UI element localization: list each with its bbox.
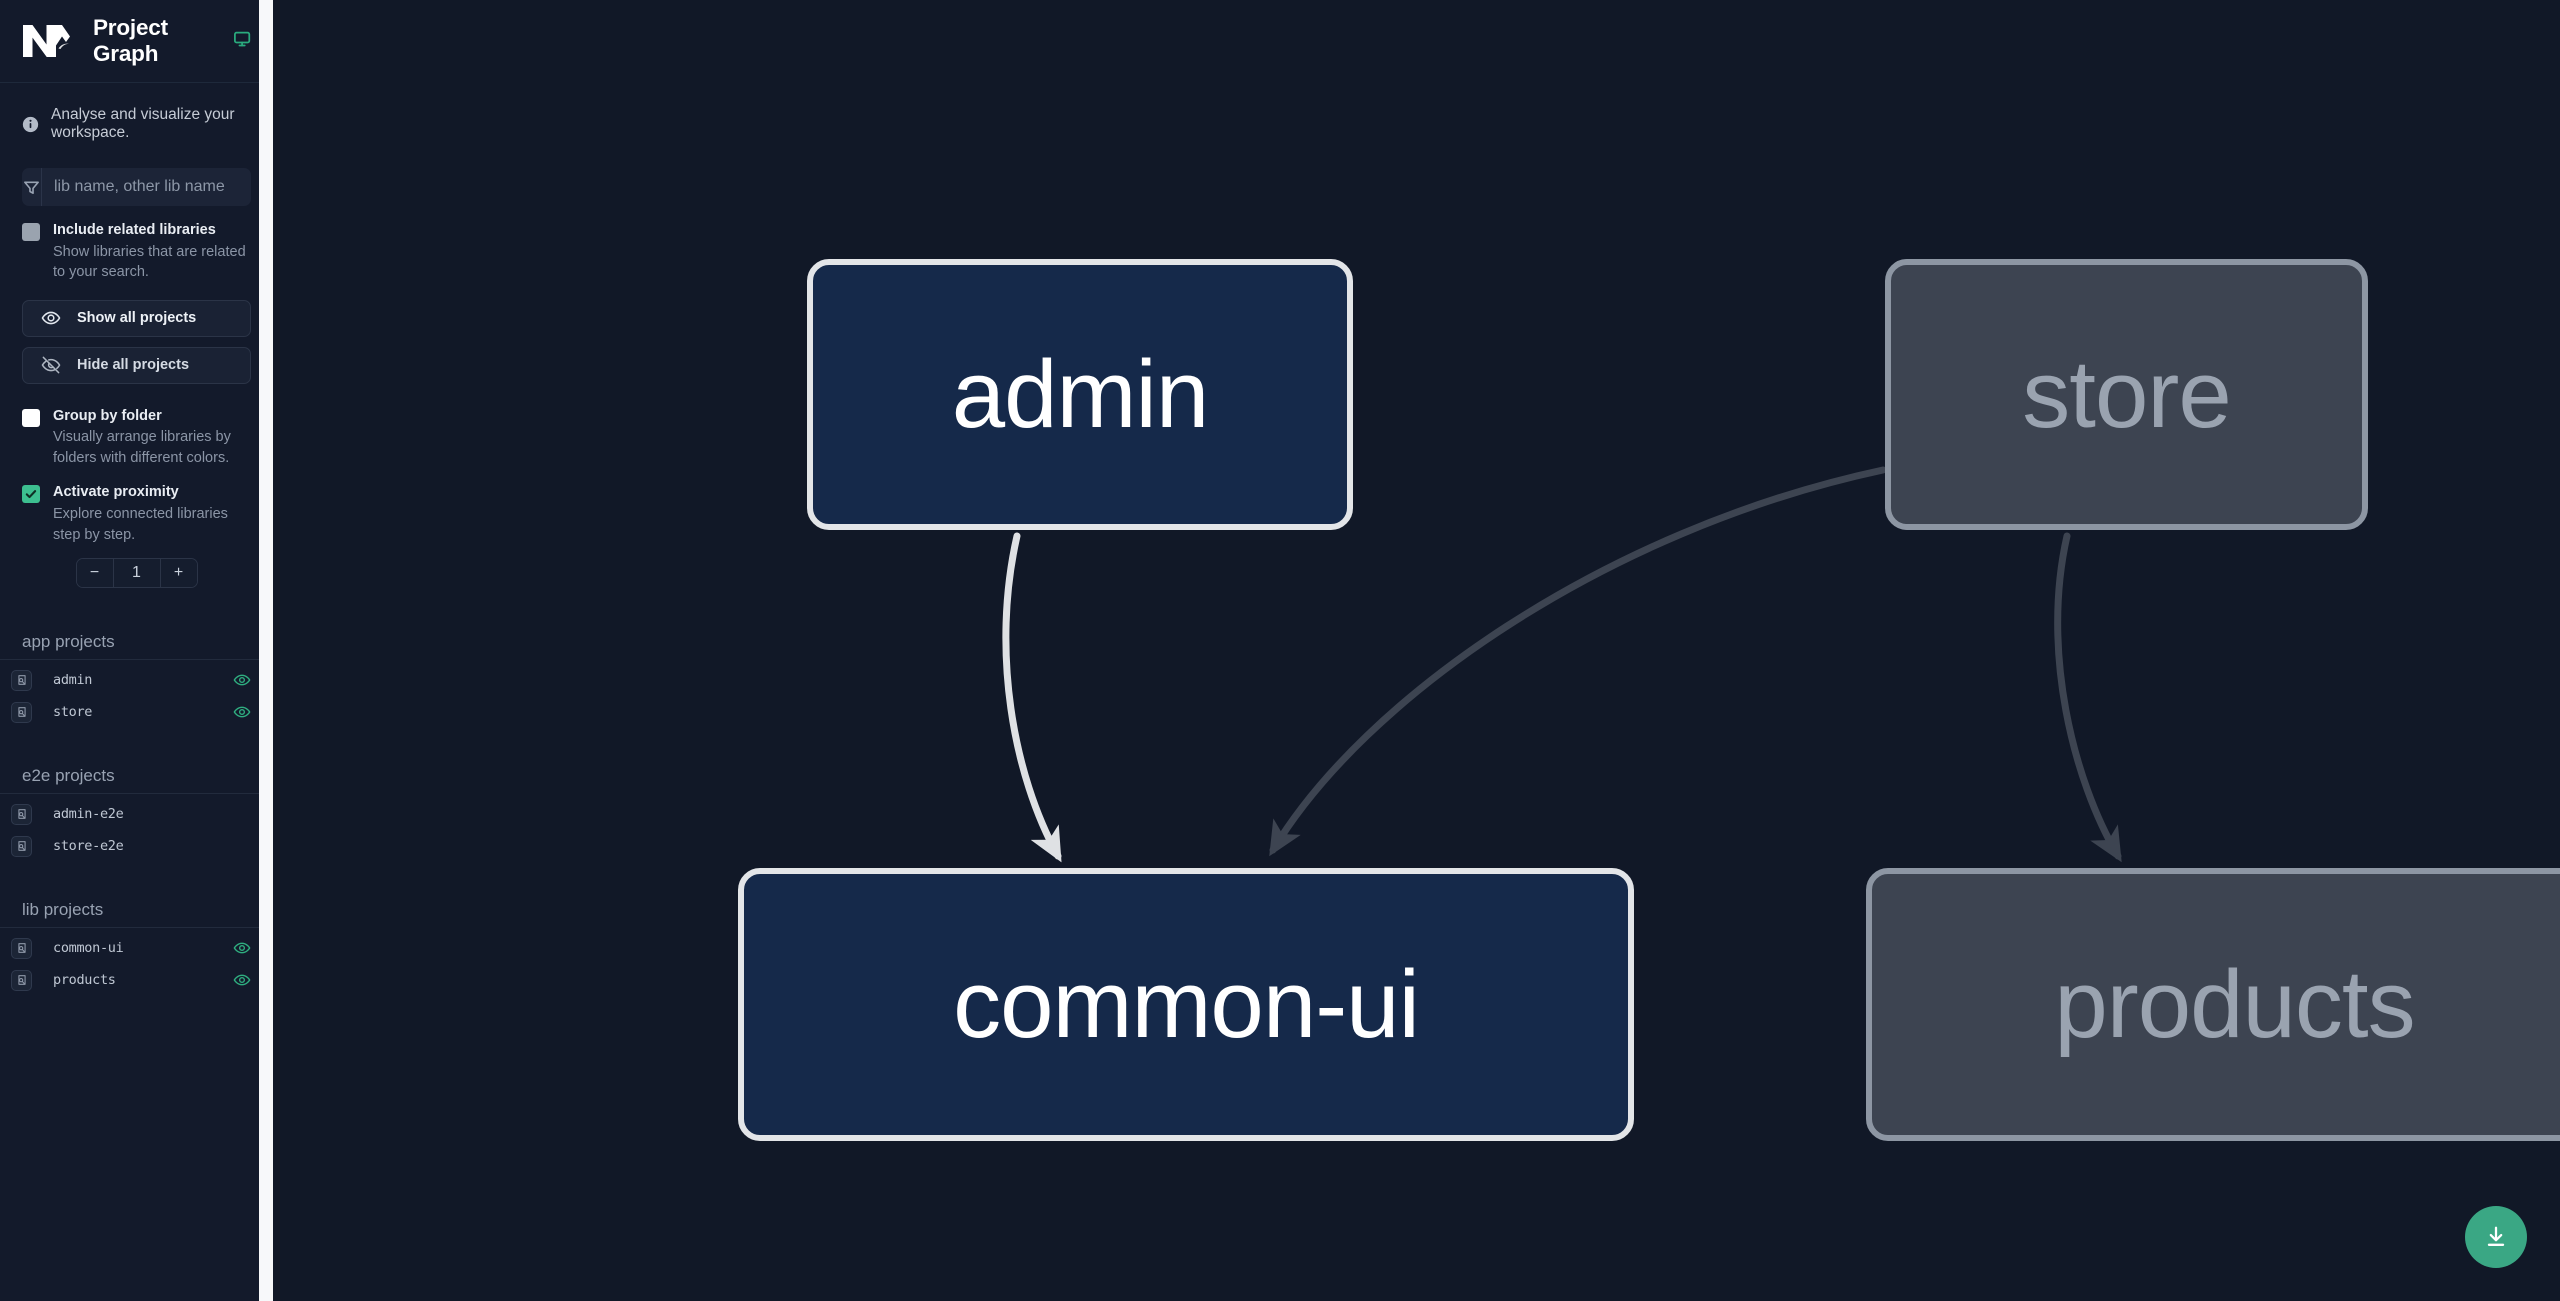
proximity-value: 1 [113, 559, 160, 588]
eye-icon[interactable] [233, 671, 251, 689]
project-icon [11, 669, 32, 691]
proximity-decrement-button[interactable]: − [76, 559, 114, 588]
filter-funnel-icon [22, 168, 42, 206]
graph-node-products[interactable]: products [1866, 868, 2560, 1141]
tagline-text: Analyse and visualize your workspace. [51, 106, 235, 141]
nx-logo-icon [22, 23, 71, 59]
download-icon [2483, 1224, 2509, 1250]
filter-row [0, 142, 273, 206]
show-all-projects-button[interactable]: Show all projects [22, 299, 251, 337]
project-list-item-admin-e2e[interactable]: admin-e2e [0, 798, 273, 830]
proximity-stepper[interactable]: − 1 + [75, 558, 198, 589]
show-all-projects-label: Show all projects [77, 310, 197, 327]
option-title: Group by folder [53, 407, 162, 424]
option-activate-proximity[interactable]: Activate proximity Explore connected lib… [0, 468, 273, 545]
edge-store-to-common-ui [1269, 466, 1887, 857]
option-group-by-folder[interactable]: Group by folder Visually arrange librari… [0, 384, 273, 469]
project-list-item-products[interactable]: products [0, 964, 273, 996]
download-graph-button[interactable] [2465, 1206, 2527, 1268]
project-group-title: app projects [0, 632, 273, 661]
project-icon [11, 937, 32, 959]
project-group: lib projects common-ui products [0, 900, 273, 996]
eye-icon[interactable] [233, 939, 251, 957]
hide-all-projects-label: Hide all projects [77, 357, 190, 374]
option-title: Include related libraries [53, 222, 216, 238]
graph-node-label: common-ui [953, 950, 1420, 1058]
project-icon [11, 835, 32, 857]
project-group-title: e2e projects [0, 766, 273, 795]
project-name: products [53, 972, 116, 989]
eye-off-icon [41, 355, 61, 375]
sidebar-header: Project Graph [0, 0, 273, 83]
sidebar: Project Graph Analyse and visualize your… [0, 0, 273, 1301]
option-include-related-libraries[interactable]: Include related libraries Show libraries… [0, 206, 273, 283]
project-group: e2e projects admin-e2e store-e2e [0, 766, 273, 862]
tagline: Analyse and visualize your workspace. [0, 83, 273, 142]
checkbox-include-related-libraries[interactable] [22, 223, 40, 241]
project-group-title: lib projects [0, 900, 273, 929]
graph-node-label: products [2054, 950, 2415, 1058]
graph-node-label: admin [951, 340, 1209, 448]
graph-edges [1002, 466, 2122, 863]
graph-node-store[interactable]: store [1885, 259, 2368, 530]
option-description: Show libraries that are related to your … [53, 243, 246, 281]
project-name: common-ui [53, 940, 124, 957]
sidebar-scrollbar[interactable] [259, 0, 273, 1301]
eye-icon[interactable] [233, 971, 251, 989]
project-list-item-store[interactable]: store [0, 696, 273, 728]
project-list-item-common-ui[interactable]: common-ui [0, 932, 273, 964]
eye-icon[interactable] [233, 703, 251, 721]
proximity-increment-button[interactable]: + [159, 559, 197, 588]
edge-store-to-products [2054, 532, 2122, 863]
monitor-icon[interactable] [233, 30, 251, 52]
graph-canvas[interactable]: admin store common-ui products [273, 0, 2560, 1301]
proximity-stepper-wrap: − 1 + [0, 545, 273, 589]
eye-icon [41, 308, 61, 328]
graph-node-label: store [2022, 340, 2231, 448]
search-input[interactable] [42, 168, 251, 206]
checkbox-activate-proximity[interactable] [22, 485, 40, 504]
option-title: Activate proximity [53, 484, 179, 501]
checkbox-group-by-folder[interactable] [22, 408, 40, 427]
info-icon [22, 116, 39, 133]
hide-all-projects-button[interactable]: Hide all projects [22, 346, 251, 384]
project-list-item-admin[interactable]: admin [0, 664, 273, 696]
project-name: admin-e2e [53, 806, 124, 823]
page-title: Project Graph [93, 15, 168, 66]
project-list: app projects admin store e2e projects admin-… [0, 632, 273, 996]
option-description: Visually arrange libraries by folders wi… [53, 429, 231, 466]
project-icon [11, 803, 32, 825]
project-icon [11, 969, 32, 991]
project-name: store-e2e [53, 838, 124, 855]
graph-node-admin[interactable]: admin [807, 259, 1353, 530]
project-group: app projects admin store [0, 632, 273, 728]
project-icon [11, 701, 32, 723]
edge-admin-to-common-ui [1002, 532, 1062, 863]
project-name: store [53, 704, 93, 721]
project-list-item-store-e2e[interactable]: store-e2e [0, 830, 273, 862]
visibility-buttons: Show all projects Hide all projects [0, 283, 273, 384]
search-box[interactable] [22, 168, 251, 206]
project-name: admin [53, 672, 93, 689]
option-description: Explore connected libraries step by step… [53, 506, 228, 543]
graph-node-common-ui[interactable]: common-ui [738, 868, 1634, 1141]
